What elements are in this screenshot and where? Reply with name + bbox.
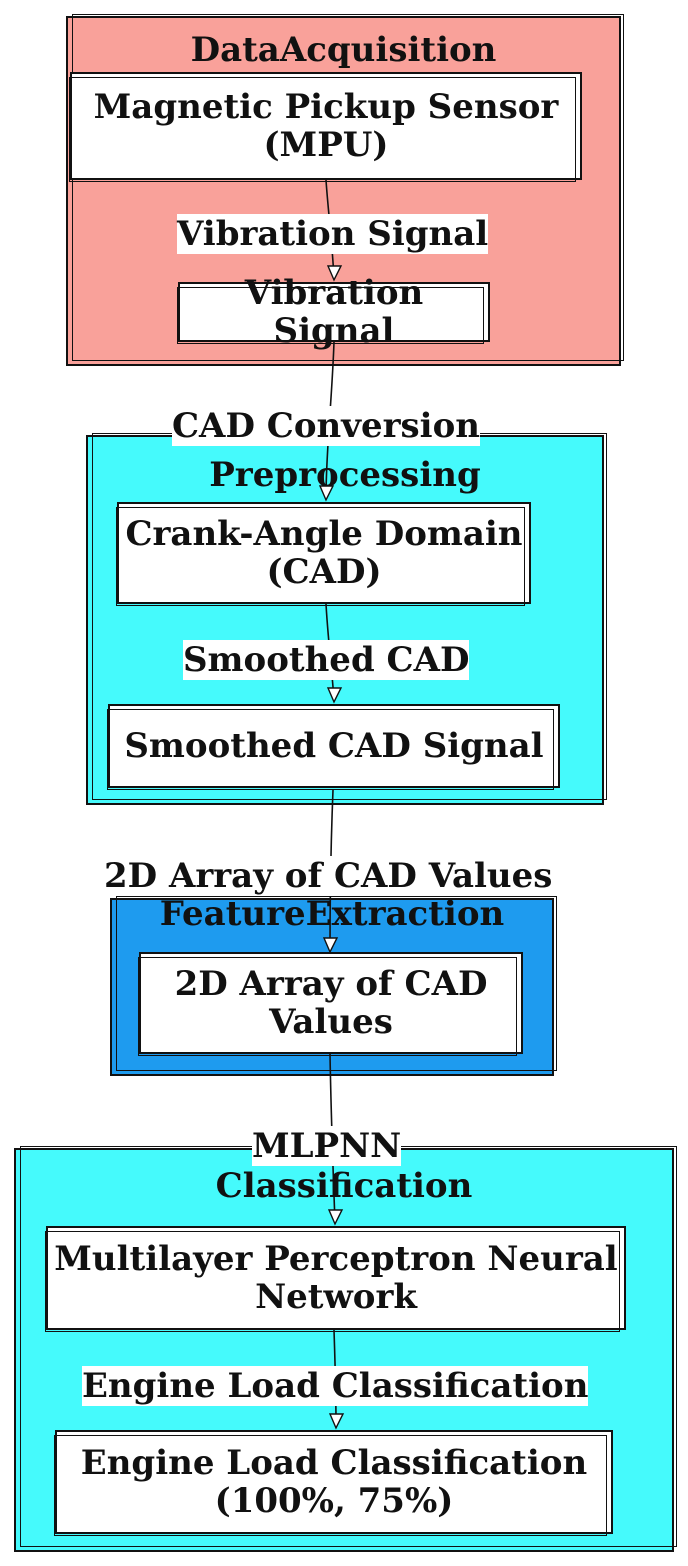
node-crank-angle-domain: Crank-Angle Domain (CAD) <box>116 502 531 606</box>
node-multilayer-perceptron: Multilayer Perceptron Neural Network <box>45 1226 626 1332</box>
cluster-title-classification: Classification <box>215 1166 473 1206</box>
arrowhead-load <box>328 1413 345 1430</box>
node-cad-line2: (CAD) <box>266 552 382 592</box>
node-engine-load-classification: Engine Load Classification (100%, 75%) <box>54 1430 613 1536</box>
node-mlpnn-line2: Network <box>255 1277 417 1317</box>
node-vibration-signal-label: Vibration Signal <box>244 273 424 351</box>
cluster-title-feature-extraction: FeatureExtraction <box>159 894 505 934</box>
arrowhead-mlpnn <box>327 1209 344 1226</box>
node-2d-array-cad-values: 2D Array of CAD Values <box>138 952 523 1056</box>
node-smoothed-cad-signal: Smoothed CAD Signal <box>107 704 560 790</box>
edge-label-array-to-mlpnn: MLPNN <box>252 1126 402 1166</box>
edge-label-cad-to-smoothed: Smoothed CAD <box>183 640 470 680</box>
node-mpu-line2: (MPU) <box>263 125 389 165</box>
cluster-title-data-acquisition: DataAcquisition <box>190 30 497 70</box>
node-array-line1: 2D Array of CAD <box>174 964 488 1004</box>
node-magnetic-pickup-sensor: Magnetic Pickup Sensor (MPU) <box>69 72 582 182</box>
node-mpu-line1: Magnetic Pickup Sensor <box>93 87 559 127</box>
node-mlpnn-line1: Multilayer Perceptron Neural <box>54 1239 618 1279</box>
arrowhead-smoothed <box>326 687 343 704</box>
node-smoothed-signal-label: Smoothed CAD Signal <box>124 726 544 766</box>
node-load-line2: (100%, 75%) <box>214 1481 454 1521</box>
arrowhead-array <box>322 937 339 954</box>
edge-label-mlpnn-to-load: Engine Load Classification <box>82 1366 589 1406</box>
edge-label-vibration-to-cad: CAD Conversion <box>172 406 480 446</box>
node-load-line1: Engine Load Classification <box>80 1443 588 1483</box>
node-vibration-signal: Vibration Signal <box>177 274 490 350</box>
edge-label-mpu-to-vibration: Vibration Signal <box>177 214 489 254</box>
edge-label-smoothed-to-array: 2D Array of CAD Values <box>104 856 553 896</box>
node-array-line2: Values <box>269 1002 393 1042</box>
arrowhead-vibration <box>326 265 343 282</box>
node-cad-line1: Crank-Angle Domain <box>125 514 523 554</box>
cluster-title-preprocessing: Preprocessing <box>209 455 481 495</box>
arrowhead-cad <box>318 485 335 502</box>
